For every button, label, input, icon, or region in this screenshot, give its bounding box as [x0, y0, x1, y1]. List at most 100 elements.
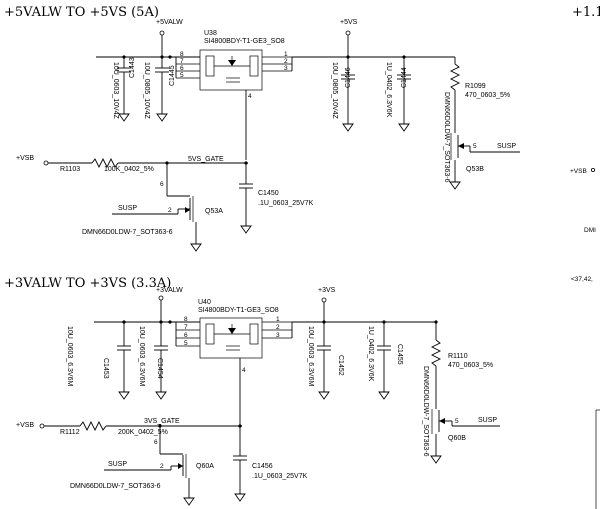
- fragment-title: +1.1: [572, 5, 600, 20]
- mosfet-q60a: SUSP 2 6 Q60A DMN66D0LDW-7_SOT363-6: [70, 426, 214, 506]
- cap-ref: C1452: [337, 355, 344, 376]
- rail-out-terminal: [321, 297, 327, 303]
- svg-text:3: 3: [284, 65, 288, 72]
- rail-in-terminal: [158, 295, 164, 301]
- ic-part: SI4800BDY-T1-GE3_SO8: [198, 307, 279, 314]
- mos-part: DMN66D0LDW-7_SOT363-6: [443, 92, 450, 183]
- mosfet-q53b: SUSP 5 Q53B DMN66D0LDW-7_SOT363-6: [443, 92, 520, 190]
- svg-text:2: 2: [276, 324, 280, 331]
- mos-ref: Q53B: [466, 166, 484, 173]
- gate-network: +VSB R1112 200K_0402_5% 3VS_GATE C1456 .…: [16, 418, 308, 502]
- capacitor-c1452: 10U_0603_6.3V6M C1452: [307, 322, 344, 400]
- svg-text:1: 1: [284, 51, 288, 58]
- res-ref: R1110: [448, 353, 468, 360]
- svg-text:7: 7: [180, 58, 184, 65]
- mos-ref: Q53A: [205, 208, 223, 215]
- mosfet-q60b: SUSP 5 Q60B DMN66D0LDW-7_SOT363-6: [422, 366, 500, 464]
- capacitor-c1454: 10U_0603_6.3V6M C1454: [138, 322, 168, 400]
- resistor-r1099: R1099 470_0603_5%: [449, 57, 510, 128]
- section-title: +5VALW TO +5VS (5A): [4, 5, 159, 20]
- svg-text:5: 5: [180, 72, 184, 79]
- capacitor-c1445: 10U_0805_10V4Z C1445: [143, 57, 176, 122]
- res-ref: R1099: [465, 83, 486, 90]
- fragment-vsb: +VSB: [570, 168, 587, 175]
- rail-in-terminal: [159, 30, 165, 36]
- rail-out-label: +5VS: [340, 19, 358, 26]
- ic-part: SI4800BDY-T1-GE3_SO8: [204, 38, 285, 45]
- cap-ref: C1453: [102, 358, 109, 379]
- cap-ref: C1445: [169, 65, 176, 86]
- svg-text:5: 5: [184, 340, 188, 347]
- rail-in-label: +5VALW: [156, 19, 183, 26]
- res-value: 470_0603_5%: [465, 92, 510, 99]
- res-value: 200K_0402_5%: [118, 429, 168, 436]
- gate-net-label: 3VS_GATE: [144, 418, 180, 425]
- cap-ref: C1450: [258, 190, 279, 197]
- svg-text:6: 6: [154, 439, 158, 446]
- mos-part: DMN66D0LDW-7_SOT363-6: [82, 229, 173, 236]
- rail-out-terminal: [345, 30, 351, 36]
- svg-text:1: 1: [276, 316, 280, 323]
- section-5v: +5VALW TO +5VS (5A) +5VALW 10U_0603_10V4…: [4, 5, 520, 252]
- cap-value: .1U_0603_25V7K: [252, 473, 308, 480]
- fragment-note: <37,42,: [571, 276, 593, 283]
- svg-text:4: 4: [248, 93, 252, 100]
- resistor-r1110: R1110 470_0603_5%: [430, 320, 493, 404]
- svg-text:6: 6: [180, 65, 184, 72]
- res-ref: R1112: [60, 429, 80, 436]
- cap-value: 10U_0603_6.3V6M: [307, 326, 314, 386]
- cap-value: 10U_0805_10V4Z: [143, 62, 150, 120]
- svg-text:5: 5: [473, 143, 477, 150]
- vsb-label: +VSB: [16, 422, 34, 429]
- svg-text:7: 7: [184, 324, 188, 331]
- mos-ref: Q60A: [196, 463, 214, 470]
- svg-text:3: 3: [276, 332, 280, 339]
- gate-net-label: 5VS_GATE: [188, 156, 224, 163]
- ic-u40: U40 SI4800BDY-T1-GE3_SO8 8 7 6 5 1 2 3: [175, 299, 293, 426]
- susp-label: SUSP: [497, 143, 516, 150]
- rail-out-label: +3VS: [318, 287, 336, 294]
- svg-text:6: 6: [184, 332, 188, 339]
- fragment-part: DMI: [584, 227, 596, 234]
- svg-text:8: 8: [180, 51, 184, 58]
- mos-ref: Q60B: [448, 435, 466, 442]
- mos-part: DMN66D0LDW-7_SOT363-6: [70, 483, 161, 490]
- svg-text:2: 2: [160, 463, 164, 470]
- cap-ref: C1455: [396, 344, 403, 365]
- cap-value: 10U_0603_6.3V6M: [138, 326, 145, 386]
- capacitor-c1455: 1U_0402_6.3V6K C1455: [367, 322, 403, 400]
- susp-label: SUSP: [118, 205, 137, 212]
- mosfet-q53a: SUSP 2 6 Q53A DMN66D0LDW-7_SOT363-6: [82, 163, 223, 252]
- rail-in-label: +3VALW: [156, 287, 183, 294]
- svg-text:5: 5: [455, 418, 459, 425]
- cap-value: 1U_0402_6.3V6K: [385, 62, 392, 118]
- capacitor-c1443: 10U_0603_10V4Z C1443: [112, 57, 136, 122]
- mos-part: DMN66D0LDW-7_SOT363-6: [422, 366, 429, 457]
- cap-ref: C1443: [129, 57, 136, 78]
- res-value: 100K_0402_5%: [104, 166, 154, 173]
- capacitor-c1446: 10U_0805_10V4Z C1446: [331, 57, 355, 132]
- svg-text:4: 4: [242, 367, 246, 374]
- vsb-label: +VSB: [16, 155, 34, 162]
- cap-value: .1U_0603_25V7K: [258, 200, 314, 207]
- cap-ref: C1444: [401, 67, 408, 88]
- cap-ref: C1446: [345, 67, 352, 88]
- cap-value: 1U_0402_6.3V6K: [367, 326, 374, 382]
- cap-value: 10U_0603_10V4Z: [112, 62, 119, 120]
- cap-ref: C1456: [252, 463, 273, 470]
- svg-text:8: 8: [184, 316, 188, 323]
- cap-value: 10U_0805_10V4Z: [331, 62, 338, 120]
- section-3v: +3VALW TO +3VS (3.3A) +3VALW 10U_0603_6.…: [4, 276, 500, 506]
- gate-network: +VSB R1103 100K_0402_5% 5VS_GATE C1450 .…: [16, 155, 314, 234]
- susp-label: SUSP: [478, 417, 497, 424]
- capacitor-c1444: 1U_0402_6.3V6K C1444: [385, 57, 411, 132]
- ic-ref: U38: [204, 30, 217, 37]
- ic-ref: U40: [198, 299, 211, 306]
- res-ref: R1103: [60, 166, 80, 173]
- ic-u38: U38 SI4800BDY-T1-GE3_SO8 8 7 6 5 1 2 3: [175, 30, 293, 160]
- susp-label: SUSP: [108, 461, 127, 468]
- svg-text:2: 2: [168, 207, 172, 214]
- section-title: +3VALW TO +3VS (3.3A): [4, 276, 171, 291]
